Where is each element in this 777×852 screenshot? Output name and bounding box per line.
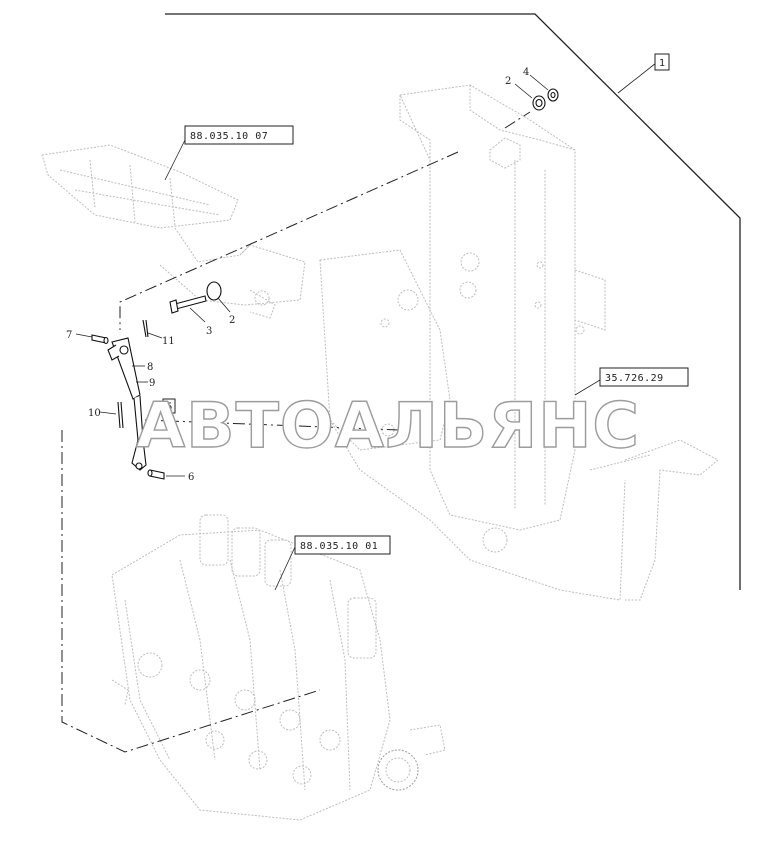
watermark-text: АВТОАЛЬЯНС — [136, 389, 640, 462]
frame-label: 1 — [659, 58, 666, 69]
callout-numbers: 2 4 2 3 7 11 8 9 10 6 — [66, 67, 529, 483]
cotter-pin-11 — [142, 319, 149, 338]
frame-label-box: 1 — [654, 53, 670, 71]
reference-box-pedal: 88.035.10 07 — [184, 125, 294, 145]
valve-block-ghost — [111, 514, 446, 821]
callout-10: 10 — [88, 408, 101, 419]
reference-box-frame: 35.726.29 — [599, 367, 689, 387]
washer-2-mid — [206, 281, 222, 301]
bolt-3 — [169, 295, 207, 314]
pin-6 — [147, 469, 165, 480]
callout-5: 5 — [166, 402, 172, 413]
washer-2-top — [532, 95, 546, 111]
callout-4: 4 — [523, 67, 529, 78]
reference-box-valve: 88.035.10 01 — [294, 535, 391, 555]
callout-2-top: 2 — [505, 76, 511, 87]
linkage-rod — [107, 337, 147, 471]
cotter-pin-10 — [117, 401, 124, 429]
callout-11: 11 — [162, 336, 175, 347]
support-frame-ghost — [319, 84, 719, 601]
frame-boundary — [165, 13, 741, 590]
assembly-lines — [61, 111, 531, 753]
callout-7: 7 — [66, 330, 72, 341]
callout-9: 9 — [149, 378, 155, 389]
reference-pedal: 88.035.10 07 — [190, 131, 268, 142]
reference-frame: 35.726.29 — [605, 373, 664, 384]
callout-5-box: 5 — [162, 398, 176, 414]
callout-2-mid: 2 — [229, 315, 235, 326]
pedal-assembly-ghost — [41, 144, 306, 319]
callout-8: 8 — [147, 362, 153, 373]
pin-7 — [91, 334, 109, 345]
callout-3: 3 — [206, 326, 212, 337]
callout-leaders — [75, 74, 606, 591]
reference-valve: 88.035.10 01 — [300, 541, 378, 552]
callout-6: 6 — [188, 472, 194, 483]
nut-4 — [547, 88, 559, 102]
